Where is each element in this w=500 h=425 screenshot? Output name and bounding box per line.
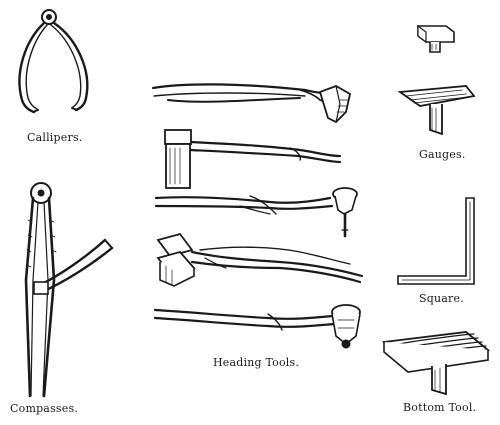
gauges-caption: Gauges. (419, 148, 466, 161)
square-caption: Square. (419, 292, 464, 305)
compasses-illustration (24, 182, 114, 398)
heading-tool-4-illustration (156, 232, 364, 287)
compasses-caption: Compasses. (10, 402, 79, 415)
heading-tool-2-illustration (164, 129, 342, 189)
bottom-tool-caption: Bottom Tool. (403, 401, 477, 414)
heading-tool-1-illustration (151, 83, 352, 124)
heading-tool-3-illustration (154, 187, 358, 238)
gauges-illustration (397, 24, 476, 136)
callipers-illustration (18, 9, 89, 114)
heading-tools-caption: Heading Tools. (213, 356, 300, 369)
callipers-caption: Callipers. (27, 131, 83, 144)
bottom-tool-illustration (381, 331, 491, 396)
square-illustration (397, 197, 475, 285)
heading-tool-5-illustration (153, 304, 361, 349)
